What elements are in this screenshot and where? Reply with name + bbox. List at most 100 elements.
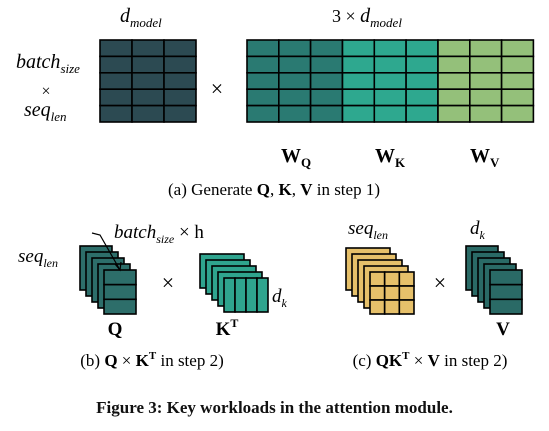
qkt-block-cell [369, 271, 386, 287]
three-d-model-label: 3 × dmodel [332, 5, 402, 30]
qkt-block-cell [369, 285, 386, 301]
input-matrix-cell [163, 104, 197, 123]
wq-matrix-cell [246, 88, 280, 107]
figure-caption: Figure 3: Key workloads in the attention… [96, 398, 453, 417]
wq-matrix-cell [309, 55, 344, 74]
d-model-label: dmodel [120, 5, 162, 30]
wv-matrix-cell [437, 39, 471, 58]
times-sign-step1: × [211, 76, 223, 101]
wk-matrix-cell [341, 88, 376, 107]
batch-arrow-icon [91, 232, 121, 271]
qkt-stack [345, 247, 415, 315]
wq-matrix-cell [277, 55, 312, 74]
input-matrix-cell [163, 55, 197, 74]
input-matrix-cell [163, 39, 197, 58]
wq-matrix-cell [246, 72, 280, 91]
wv-matrix-cell [468, 104, 503, 123]
qkt-block-cell [383, 299, 401, 315]
wk-matrix-cell [373, 88, 407, 107]
wv-matrix-cell [500, 104, 535, 123]
batch-h-label: batchsize × h [114, 222, 204, 246]
wv-matrix-cell [468, 72, 503, 91]
wv-matrix-cell [437, 88, 471, 107]
q-label: Q [108, 319, 123, 340]
wk-matrix-cell [341, 104, 376, 123]
qkt-block-cell [398, 271, 415, 287]
wq-matrix-cell [246, 104, 280, 123]
wv-label: WV [470, 145, 500, 170]
qkt-block-cell [398, 285, 415, 301]
wq-matrix-cell [246, 39, 280, 58]
wv-matrix-cell [500, 88, 535, 107]
wq-matrix-cell [277, 104, 312, 123]
dk-label-c: dk [470, 218, 486, 242]
wv-matrix-cell [468, 88, 503, 107]
input-matrix-cell [99, 88, 133, 107]
v-block-cell [489, 269, 523, 286]
wq-matrix-cell [309, 88, 344, 107]
wk-matrix-cell [405, 55, 439, 74]
wk-matrix-cell [341, 72, 376, 91]
wk-matrix-cell [405, 88, 439, 107]
q-stack [79, 245, 137, 315]
v-stack [465, 245, 523, 315]
wq-label: WQ [281, 145, 311, 170]
input-matrix-cell [99, 104, 133, 123]
qkt-block-cell [398, 299, 415, 315]
wq-matrix-cell [277, 72, 312, 91]
caption-a: (a) Generate Q, K, V in step 1) [168, 180, 380, 199]
wv-matrix-cell [437, 104, 471, 123]
wq-matrix-cell [309, 72, 344, 91]
input-matrix-cell [163, 88, 197, 107]
input-matrix-cell [99, 72, 133, 91]
qkt-block-cell [383, 271, 401, 287]
wv-matrix-cell [468, 55, 503, 74]
wv-matrix-cell [437, 55, 471, 74]
wq-matrix-cell [277, 39, 312, 58]
wv-matrix-cell [468, 39, 503, 58]
v-label: V [496, 319, 510, 340]
small-times-sign: × [41, 83, 50, 100]
q-block-cell [103, 298, 137, 315]
wk-matrix-cell [405, 72, 439, 91]
input-matrix-cell [131, 39, 165, 58]
times-sign-b: × [162, 270, 174, 295]
wv-matrix-cell [500, 55, 535, 74]
wq-matrix-cell [309, 39, 344, 58]
qkt-block-cell [383, 285, 401, 301]
kt-label: KT [216, 316, 239, 340]
wq-matrix-cell [246, 55, 280, 74]
input-matrix-cell [131, 55, 165, 74]
wk-matrix-cell [373, 39, 407, 58]
wk-matrix-cell [341, 39, 376, 58]
wk-matrix-cell [341, 55, 376, 74]
wk-matrix-cell [373, 72, 407, 91]
seq-len-label: seqlen [24, 99, 67, 124]
wq-matrix-cell [277, 88, 312, 107]
kt-stack [199, 253, 269, 313]
wk-matrix-cell [405, 39, 439, 58]
kt-block-cell [245, 277, 258, 313]
wk-matrix-cell [373, 55, 407, 74]
q-block-cell [103, 283, 137, 301]
input-matrix [99, 39, 197, 123]
seq-len-label-c: seqlen [348, 218, 388, 242]
wv-matrix-cell [500, 39, 535, 58]
wk-label: WK [375, 145, 406, 170]
input-matrix-cell [99, 55, 133, 74]
dk-label-b: dk [272, 286, 288, 310]
caption-c: (c) QKT × V in step 2) [353, 350, 508, 370]
times-sign-c: × [434, 270, 446, 295]
input-matrix-cell [131, 104, 165, 123]
weight-matrices [246, 39, 535, 123]
kt-block-cell [223, 277, 236, 313]
wv-matrix-cell [437, 72, 471, 91]
caption-b: (b) Q × KT in step 2) [80, 350, 224, 370]
v-block-cell [489, 283, 523, 301]
arrowhead-icon [114, 261, 122, 272]
wk-matrix-cell [373, 104, 407, 123]
wq-matrix-cell [309, 104, 344, 123]
kt-block-cell [234, 277, 247, 313]
kt-block-cell [256, 277, 269, 313]
wk-matrix-cell [405, 104, 439, 123]
